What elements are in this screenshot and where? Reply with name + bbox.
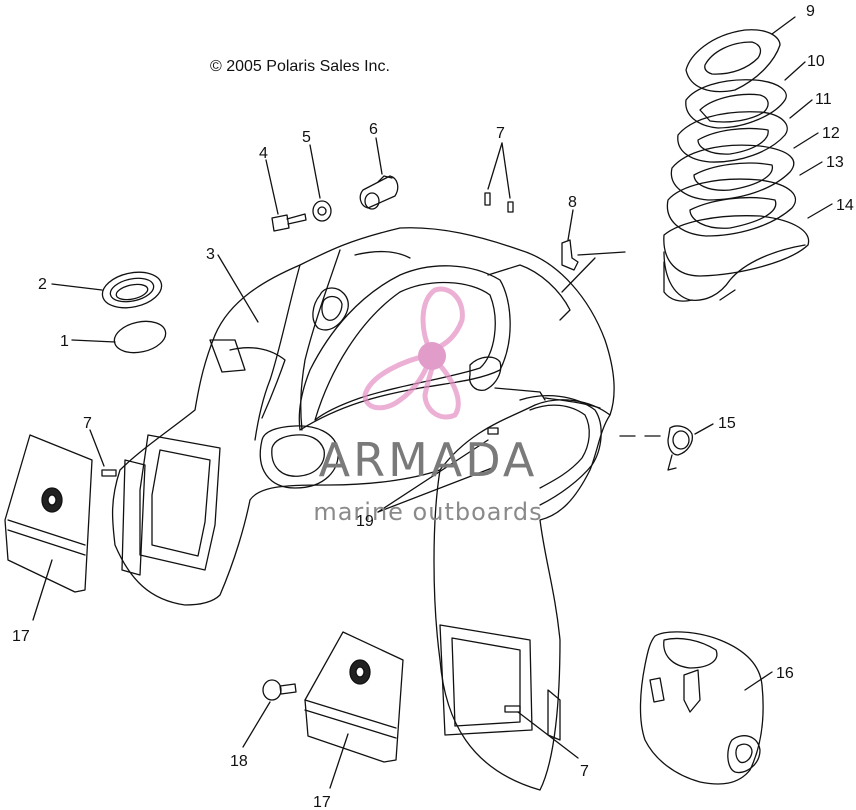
part-16-airbox	[639, 631, 764, 785]
callout-7-left: 7	[83, 415, 92, 432]
watermark-subtitle: marine outboards	[313, 498, 542, 526]
callout-14: 14	[836, 197, 854, 214]
part-1-o-ring	[113, 320, 167, 354]
callout-19: 19	[356, 513, 374, 530]
callout-6: 6	[369, 121, 378, 138]
right-vent-frame	[439, 624, 561, 741]
copyright-notice: © 2005 Polaris Sales Inc.	[210, 58, 390, 75]
callout-3: 3	[206, 246, 215, 263]
part-19-screw	[487, 427, 499, 435]
hood-body	[111, 227, 615, 791]
callout-12: 12	[822, 125, 840, 142]
callout-13: 13	[826, 154, 844, 171]
propeller-logo	[362, 286, 465, 420]
part-4-key	[271, 213, 307, 232]
watermark-title: ARMADA	[319, 433, 538, 487]
callout-8: 8	[568, 194, 577, 211]
callout-18: 18	[230, 753, 248, 770]
callout-16: 16	[776, 665, 794, 682]
part-17-panel-left	[4, 434, 93, 593]
part-15-clip	[667, 425, 694, 471]
callout-7-right: 7	[580, 763, 589, 780]
part-6-lock-cylinder	[359, 175, 399, 210]
callout-10: 10	[807, 53, 825, 70]
callout-labels: 1 2 3 4 5 6 7 8 9 10 11 12 13 14 15 16 1…	[12, 3, 854, 810]
callout-17-left: 17	[12, 628, 30, 645]
part-7-screws-top	[484, 192, 514, 213]
left-vent-frame	[121, 434, 221, 576]
part-7-screw-right	[504, 705, 521, 713]
armada-watermark: ARMADA marine outboards	[313, 286, 542, 526]
part-17-panel-right	[304, 631, 404, 763]
callout-4: 4	[259, 145, 268, 162]
callout-17-right: 17	[313, 794, 331, 810]
callout-5: 5	[302, 129, 311, 146]
part-8-latch	[561, 239, 626, 271]
part-7-screw-left	[101, 469, 117, 477]
part-5-nut	[312, 200, 332, 222]
callout-2: 2	[38, 276, 47, 293]
callout-15: 15	[718, 415, 736, 432]
callout-11: 11	[815, 91, 832, 108]
callout-9: 9	[806, 3, 815, 20]
parts-9-14-gasket-stack	[663, 29, 810, 302]
callout-7-top: 7	[496, 125, 505, 142]
part-18-fastener	[262, 679, 297, 701]
part-2-grommet	[101, 271, 163, 309]
callout-1: 1	[60, 333, 69, 350]
